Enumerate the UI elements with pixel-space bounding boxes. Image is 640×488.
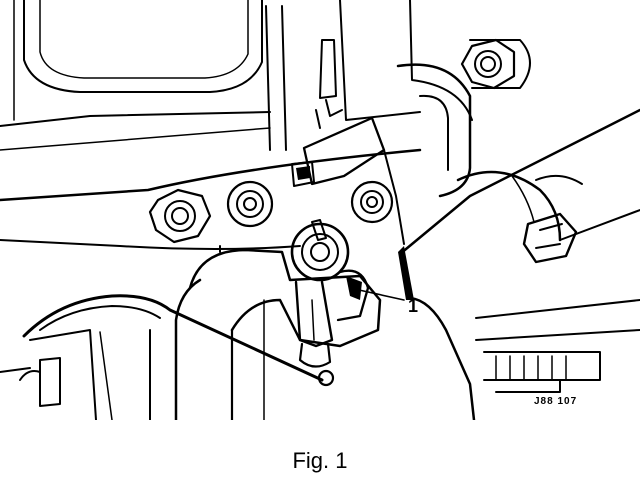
rear-bracket [265,0,473,151]
electrical-connector [291,39,405,245]
manifold-flange [0,148,422,253]
coolant-temperature-sensor [290,219,370,368]
sensor-housing [174,248,382,420]
lower-right-block [475,299,640,393]
intake-hose [398,108,640,420]
flange-bolt-right [350,180,394,224]
figure-caption: Fig. 1 [292,448,348,473]
upper-pipe-bend [396,39,531,198]
dipstick [22,294,335,387]
engine-bay-illustration [0,0,640,420]
lower-left-assembly [0,329,151,420]
engine-cover [0,0,271,151]
connector-shadow [296,166,310,180]
flange-bolt-middle [226,180,274,228]
callout-label-1: 1 [408,296,419,316]
flange-bolt-left [148,188,212,244]
hose-shadow [398,246,414,300]
drawing-reference-code: J88 107 [534,396,578,407]
top-right-nut [460,38,516,90]
sensor-shadow [346,276,362,300]
hose-clamp [522,212,578,264]
